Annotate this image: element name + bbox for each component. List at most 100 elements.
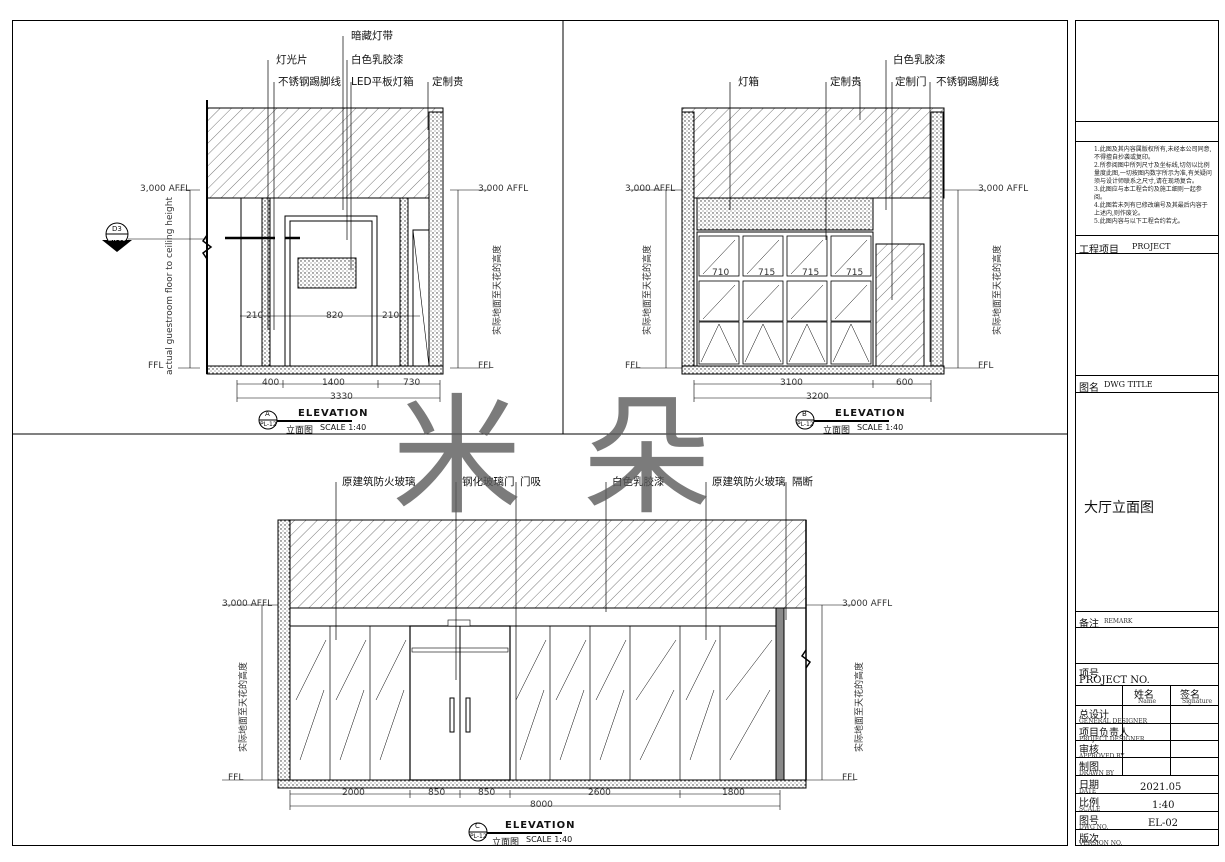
elevation-a-scale: SCALE 1:40 (320, 423, 367, 432)
callout-c-fire-glass-left: 原建筑防火玻璃 (342, 476, 416, 488)
dwg-title-label-en: DWG TITLE (1104, 380, 1153, 389)
dwg-no-label-en: DWG NO. (1079, 824, 1109, 831)
cabinet-cell-diagonal (746, 239, 780, 275)
dim-b-2: 600 (896, 378, 914, 388)
cabinet-cell (786, 235, 828, 277)
tag-c-letter: C (475, 822, 480, 830)
callout-a-led-panel-lightbox: LED平板灯箱 (351, 76, 414, 88)
cabinet-cell-diagonal (834, 284, 868, 320)
drawing-frame (12, 20, 1068, 846)
tag-a-sheet: PL-12 (260, 421, 277, 428)
cabinet-dim-1: 710 (712, 268, 730, 278)
callout-c-tempered-glass-door: 钢化玻璃门 (462, 476, 515, 488)
project-label-en: PROJECT (1132, 242, 1171, 251)
cabinet-grid (698, 235, 872, 365)
date-label-en: DATE (1079, 788, 1097, 795)
remarks-label-en: REMARK (1104, 618, 1133, 625)
elevation-b-subtitle: 立面图 (823, 426, 851, 436)
glass-reflection (375, 639, 407, 701)
cabinet-cell (830, 280, 872, 322)
glass-reflection (729, 689, 771, 761)
level-top-a-left: 3,000 AFFL (140, 184, 191, 194)
side-text-c-cn-right: 实际地面至天花的高度 (855, 661, 865, 752)
dim-a-3: 730 (403, 378, 421, 388)
glass-reflection (599, 689, 625, 761)
elevation-c-drawing (222, 482, 855, 842)
cabinet-cell (786, 280, 828, 322)
title-block: 1.此图及其内容属版权所有,未经本公司同意,不得擅自抄袭或复印。 2.所参阅图中… (1075, 20, 1219, 847)
cabinet-cell-diagonal (702, 239, 736, 275)
tag-b-letter: B (802, 410, 807, 418)
level-floor-b-right: FFL (978, 361, 994, 371)
tag-a-letter: A (265, 410, 270, 418)
title-block-notes: 1.此图及其内容属版权所有,未经本公司同意,不得擅自抄袭或复印。 2.所参阅图中… (1094, 146, 1212, 225)
role-drawn: 制图 (1079, 762, 1099, 773)
role-general-designer-en: GENERAL DESIGNER (1079, 718, 1148, 725)
cabinet-door (830, 321, 872, 365)
glass-reflection (689, 689, 715, 761)
callout-a-light-film: 灯光片 (276, 54, 308, 66)
elevation-b-title: ELEVATION (835, 408, 906, 419)
callout-a-custom-cabinet: 定制贵 (432, 76, 464, 88)
side-text-a-cn: 实际地面至天花的高度 (493, 244, 503, 335)
dim-a-total: 3330 (330, 392, 353, 402)
cabinet-door (742, 321, 784, 365)
tag-b-sheet: PL-12 (797, 421, 814, 428)
project-no-label: 项号 (1079, 669, 1099, 680)
glass-reflection (519, 689, 545, 761)
scale-label: 比例 (1079, 798, 1099, 809)
cabinet-cell (742, 280, 784, 322)
callout-c-white-latex-paint: 白色乳胶漆 (612, 476, 665, 488)
callout-a-hidden-light-strip: 暗藏灯带 (351, 30, 393, 42)
elevation-a-title: ELEVATION (298, 408, 369, 419)
cabinet-dim-4: 715 (846, 268, 864, 278)
project-label: 工程项目 (1079, 245, 1119, 256)
callout-c-partition: 隔断 (792, 476, 813, 488)
glass-reflection (379, 689, 405, 761)
version-label-en: VERSION NO. (1079, 840, 1123, 847)
elevation-a-drawing (102, 36, 490, 430)
callout-a-white-latex-paint: 白色乳胶漆 (351, 54, 404, 66)
glass-reflection (595, 639, 627, 701)
glass-reflection (555, 639, 587, 701)
cabinet-cell (698, 235, 740, 277)
remarks-label: 备注 (1079, 619, 1099, 630)
dwg-no-label: 图号 (1079, 816, 1099, 827)
elevation-c-scale: SCALE 1:40 (526, 835, 573, 844)
level-top-c-right: 3,000 AFFL (842, 599, 893, 609)
dwg-title-label: 图名 (1079, 383, 1099, 394)
elevation-b-drawing (630, 60, 985, 430)
role-drawn-en: DRAWN BY (1079, 770, 1115, 777)
level-top-a-right: 3,000 AFFL (478, 184, 529, 194)
glass-reflection (339, 689, 365, 761)
role-project-designer: 项目负责人 (1079, 728, 1129, 739)
role-project-designer-en: PROJECT DESIGNER (1079, 736, 1145, 743)
sign-header-en: Signature (1182, 698, 1213, 705)
side-text-b-cn: 实际地面至天花的高度 (643, 244, 653, 335)
callout-b-lightbox: 灯箱 (738, 76, 759, 88)
dim-a-inner-2: 820 (326, 311, 344, 321)
callout-c-door-stop: 门吸 (520, 476, 541, 488)
scale-value: 1:40 (1152, 800, 1175, 811)
drawing-title: 大厅立面图 (1084, 500, 1154, 516)
cabinet-door (698, 321, 740, 365)
dim-c-1: 2000 (342, 788, 365, 798)
level-top-b-left: 3,000 AFFL (625, 184, 676, 194)
dim-a-inner-3: 210 (382, 311, 400, 321)
dim-b-1: 3100 (780, 378, 803, 388)
glass-reflection (635, 639, 677, 701)
version-label: 版次 (1079, 834, 1099, 845)
level-floor-a-left: FFL (148, 361, 164, 371)
level-floor-c-left: FFL (228, 773, 244, 783)
callout-b-white-latex-paint: 白色乳胶漆 (893, 54, 946, 66)
callout-b-custom-cabinet: 定制贵 (830, 76, 862, 88)
date-value: 2021.05 (1140, 782, 1182, 793)
glass-reflection (515, 639, 547, 701)
section-tag-top: D3 (112, 225, 122, 233)
cabinet-cell-diagonal (702, 284, 736, 320)
role-approved-en: APPROVED BY (1079, 753, 1125, 760)
watermark: 米朵 (392, 381, 773, 533)
level-floor-b-left: FFL (625, 361, 641, 371)
